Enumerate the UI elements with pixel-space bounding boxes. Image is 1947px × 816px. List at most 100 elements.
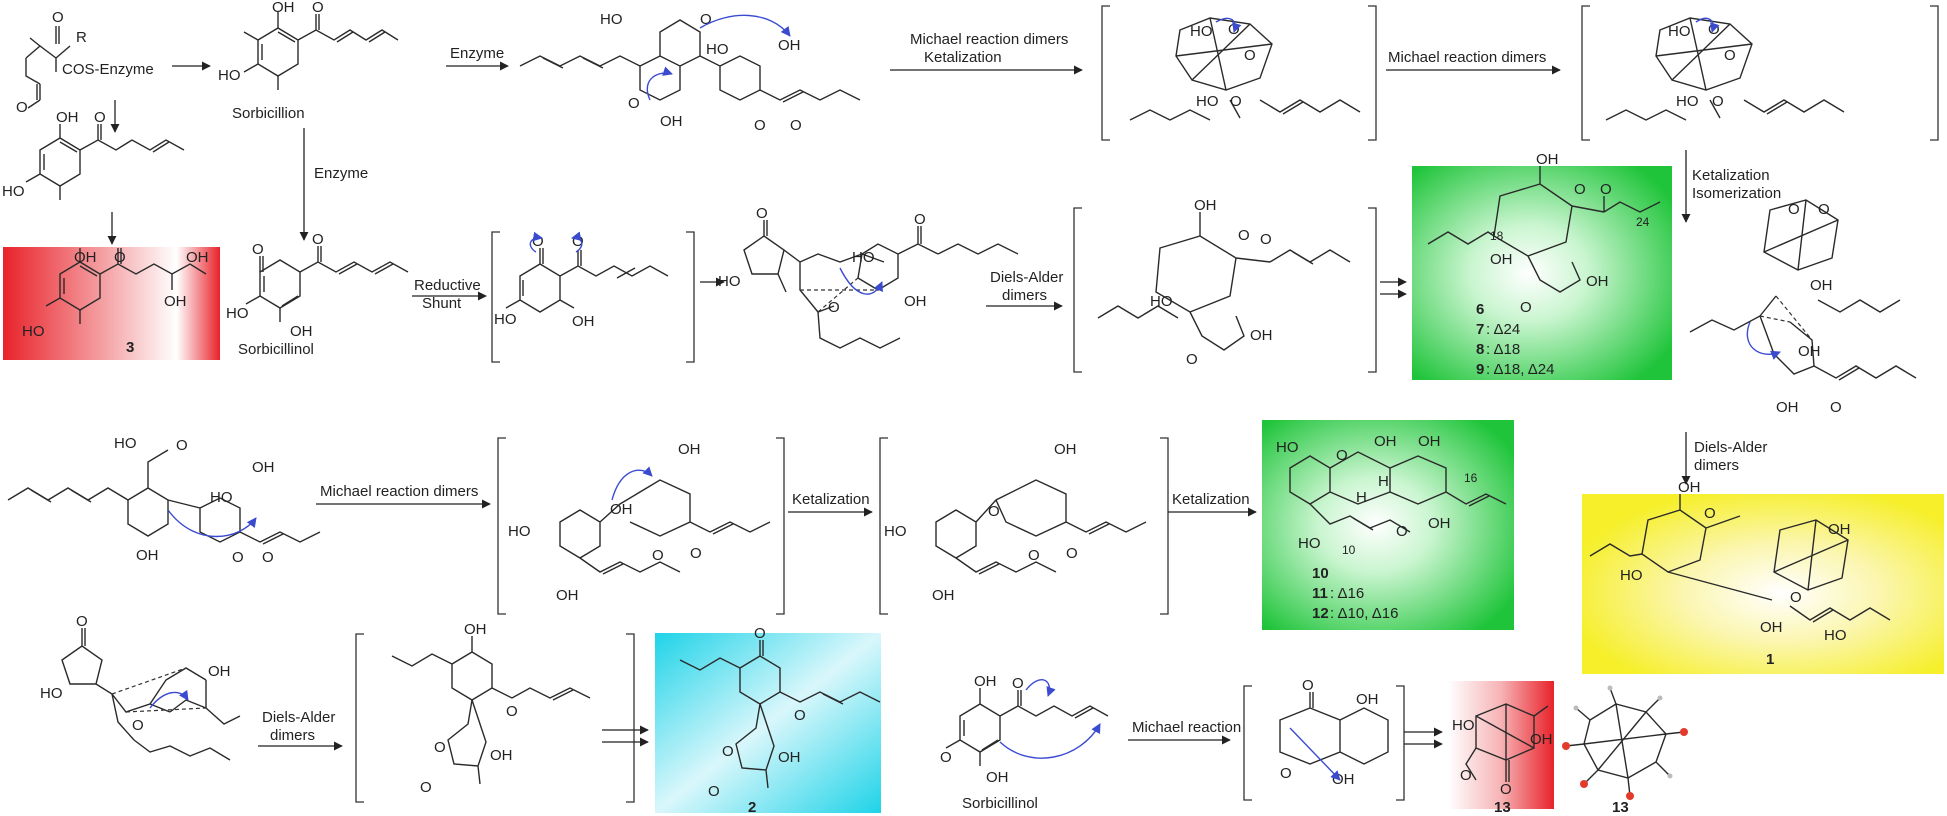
oh-label: OH <box>1530 731 1553 748</box>
oh-label: OH <box>74 249 97 266</box>
compound-10-label: 10 <box>1312 565 1329 582</box>
ho-label: HO <box>218 67 241 84</box>
oh-label: OH <box>610 501 633 518</box>
r-group-label: R <box>76 29 87 46</box>
oh-label: OH <box>252 459 275 476</box>
sorbicillinol-name-mid: Sorbicillinol <box>238 341 314 358</box>
oh-label: OH <box>1054 441 1077 458</box>
o-label: O <box>1244 47 1256 64</box>
diels-alder-adduct: OH O O HO OH O <box>1073 197 1377 373</box>
compound-11-label: 11 <box>1312 585 1328 602</box>
o-label: O <box>700 11 712 28</box>
o-label: O <box>1336 447 1348 464</box>
oh-label: OH <box>1332 771 1355 788</box>
o-label: O <box>252 241 264 258</box>
oh-label: OH <box>1776 399 1799 416</box>
o-label: O <box>1818 201 1830 218</box>
oh-label: OH <box>1490 251 1513 268</box>
o-label: O <box>754 625 766 642</box>
o-label: O <box>232 549 244 566</box>
compound-13-label: 13 <box>1494 799 1511 816</box>
o-label: O <box>1396 523 1408 540</box>
oh-label: OH <box>186 249 209 266</box>
o-label: O <box>1600 181 1612 198</box>
sorbicillinol-structure: O O HO OH Sorbicillinol <box>226 231 409 358</box>
bicyclo-intermediate-2: HO O O HO O <box>1581 5 1939 141</box>
o-label: O <box>532 233 544 250</box>
compounds-6-9-structure: OH O O OH OH O 18 24 6 7 : Δ24 8 : Δ18 9… <box>1427 151 1661 378</box>
oh-label: OH <box>136 547 159 564</box>
o-label: O <box>1230 93 1242 110</box>
step-da-bottom-2: dimers <box>270 727 315 744</box>
sorbicillinol-bottom-structure: OH O O OH Sorbicillinol <box>940 673 1109 812</box>
step-michael-bottom: Michael reaction <box>1132 719 1241 736</box>
step-da-right-2: dimers <box>1694 457 1739 474</box>
row4-preadduct: O HO O OH <box>40 613 241 761</box>
o-label: O <box>940 749 952 766</box>
o-label: O <box>914 211 926 228</box>
o-label: O <box>1724 47 1736 64</box>
oh-label: OH <box>1760 619 1783 636</box>
step-enzyme-left: Enzyme <box>314 165 368 182</box>
h-label: H <box>1378 473 1389 490</box>
oh-label: OH <box>164 293 187 310</box>
highlight-box-3 <box>3 247 220 360</box>
step-reductive-2: Shunt <box>422 295 462 312</box>
ho-label: HO <box>718 273 741 290</box>
o-label: O <box>434 739 446 756</box>
right-intermediate: O O OH OH OH O <box>1689 199 1917 416</box>
step-da-mid-2: dimers <box>1002 287 1047 304</box>
compound-7-label: 7 <box>1476 321 1484 338</box>
step-enzyme-top: Enzyme <box>450 45 504 62</box>
compound-13-xray-label: 13 <box>1612 799 1629 816</box>
ho-label: HO <box>210 489 233 506</box>
o-label: O <box>1260 231 1272 248</box>
h-label: H <box>1356 489 1367 506</box>
oh-label: OH <box>208 663 231 680</box>
ho-label: HO <box>226 305 249 322</box>
oh-label: OH <box>1536 151 1559 168</box>
highlight-box-13 <box>1448 681 1554 809</box>
ho-label: HO <box>1676 93 1699 110</box>
compound-6-label: 6 <box>1476 301 1484 318</box>
o-label: O <box>262 549 274 566</box>
o-label: O <box>1788 201 1800 218</box>
compound-13-structure: HO OH O O 13 <box>1452 703 1553 816</box>
o-label: O <box>1500 781 1512 798</box>
o-label: O <box>628 95 640 112</box>
oh-label: OH <box>1374 433 1397 450</box>
o-label: O <box>420 779 432 796</box>
highlight-box-1 <box>1582 494 1944 674</box>
o-label: O <box>312 231 324 248</box>
o-label: O <box>1028 547 1040 564</box>
ho-label: HO <box>884 523 907 540</box>
o-label: O <box>1066 545 1078 562</box>
shunt-intermediate-structure: OH O HO <box>2 109 185 200</box>
oh-label: OH <box>556 587 579 604</box>
ho-label: HO <box>600 11 623 28</box>
compound-2-label: 2 <box>748 799 756 816</box>
ho-label: HO <box>40 685 63 702</box>
polyketide-precursor: O R COS-Enzyme O <box>16 9 154 116</box>
oh-label: OH <box>490 747 513 764</box>
o-label: O <box>1186 351 1198 368</box>
oh-label: OH <box>572 313 595 330</box>
ho-label: HO <box>1452 717 1475 734</box>
compound-3-structure: OH O OH OH HO 3 <box>22 248 209 356</box>
oh-label: OH <box>290 323 313 340</box>
highlight-box-10-12 <box>1262 420 1514 630</box>
row4-adduct: OH O O OH O <box>355 621 635 803</box>
thioester-label: COS-Enzyme <box>62 61 154 78</box>
oh-label: OH <box>1798 343 1821 360</box>
ho-label: HO <box>1196 93 1219 110</box>
row3-precursor-dimer: HO O OH OH HO O O <box>7 435 321 566</box>
ho-label: HO <box>494 311 517 328</box>
row4-michael-intermediate: O OH O OH <box>1243 677 1405 801</box>
oh-label: OH <box>1356 691 1379 708</box>
o-label: O <box>754 117 766 134</box>
step-ketal-row3a: Ketalization <box>792 491 870 508</box>
o-label: O <box>76 613 88 630</box>
ho-label: HO <box>852 249 875 266</box>
highlight-box-6-9 <box>1412 166 1672 380</box>
oh-label: OH <box>1194 197 1217 214</box>
